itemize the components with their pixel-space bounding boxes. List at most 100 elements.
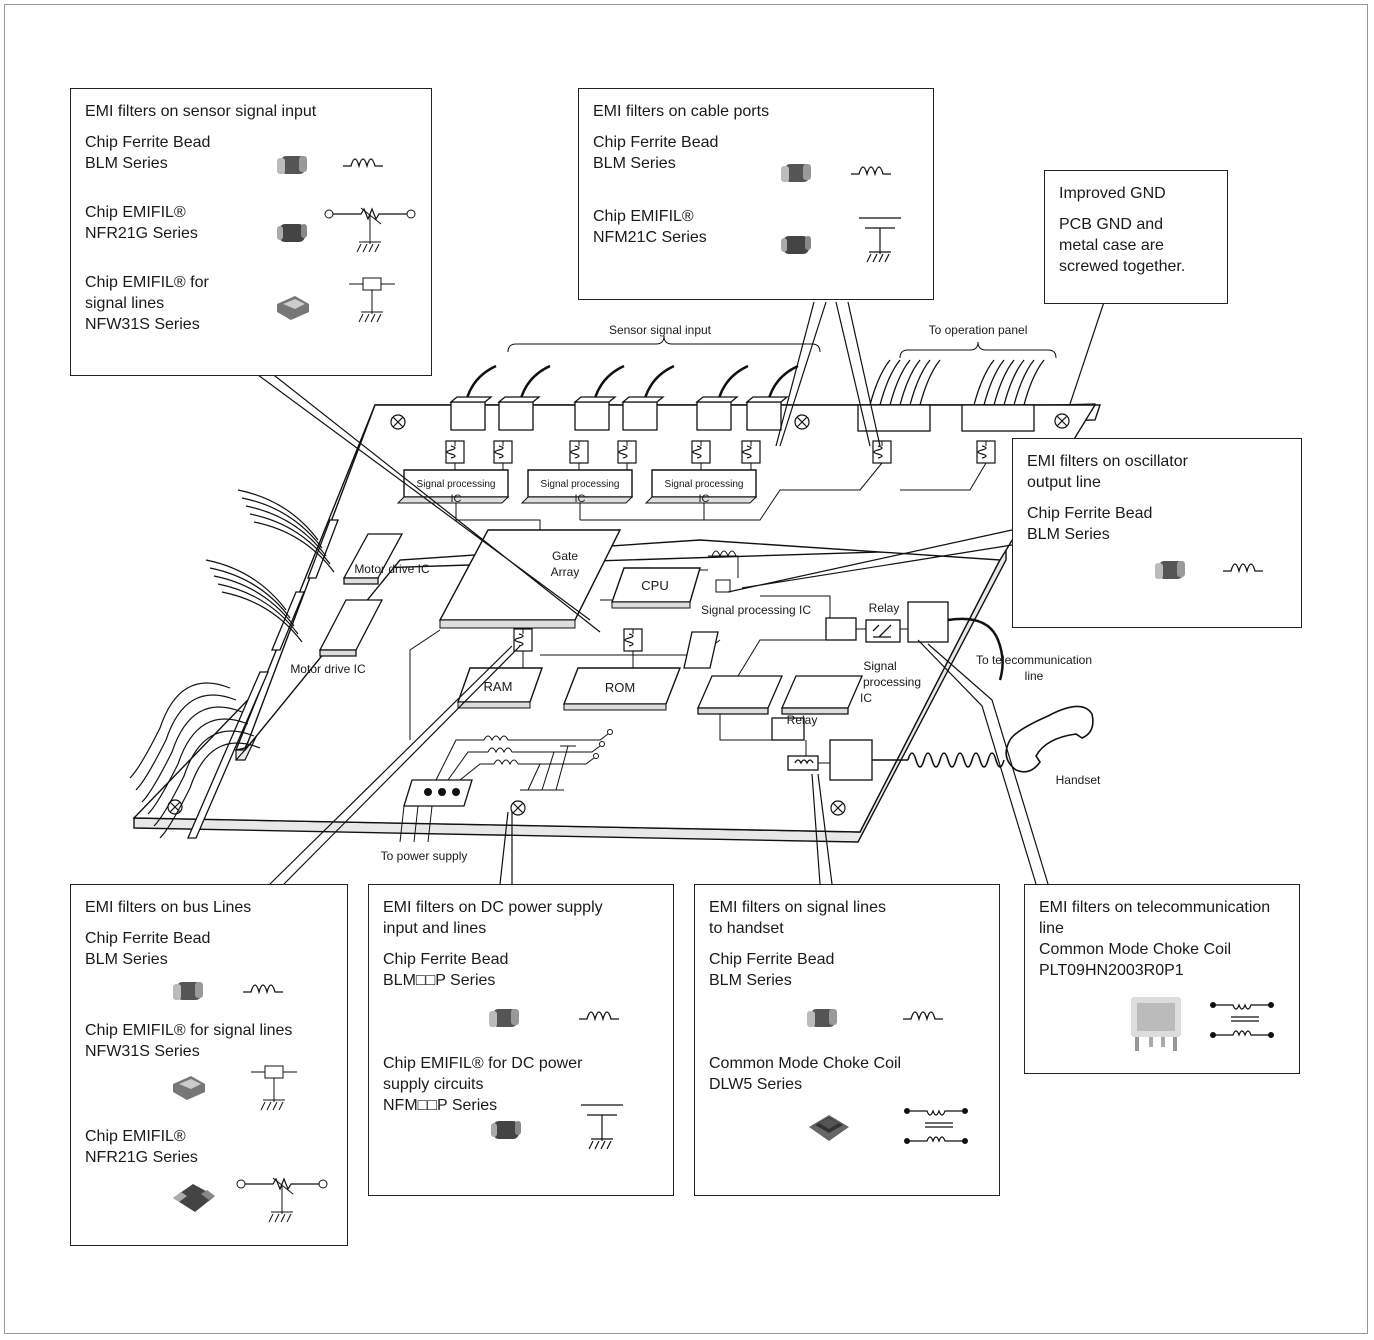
coil-cord xyxy=(908,753,1004,767)
callout-title: EMI filters on telecommunication line xyxy=(1039,897,1285,939)
common-mode-choke-icon xyxy=(901,1103,971,1149)
callout-text: PCB GND and metal case are screwed toget… xyxy=(1059,214,1213,277)
chip-ferrite-bead-icon xyxy=(1153,557,1187,583)
product-name: Chip Ferrite Bead BLM□□P Series xyxy=(383,949,659,991)
choke-coil-chip-icon xyxy=(805,1103,853,1151)
product-name: Common Mode Choke Coil DLW5 Series xyxy=(709,1053,985,1095)
callout-title: Improved GND xyxy=(1059,183,1213,204)
chip-bead-icon xyxy=(570,441,588,463)
chip-ferrite-bead-icon xyxy=(275,152,309,178)
motor-drive-ic-label: Motor drive IC xyxy=(290,662,366,676)
processing-label: processing xyxy=(863,675,921,689)
product-item: Common Mode Choke Coil PLT09HN2003R0P1 xyxy=(1039,939,1285,1059)
chip-bead-icon xyxy=(873,441,891,463)
chip-bead-icon xyxy=(514,629,532,651)
t-filter-icon xyxy=(347,272,397,332)
gate-label: Gate xyxy=(552,549,578,563)
product-item: Chip Ferrite Bead BLM Series xyxy=(709,949,985,1053)
product-name: Chip Ferrite Bead BLM Series xyxy=(85,928,333,970)
power-connector xyxy=(404,780,472,806)
chip-emifil-signal-icon xyxy=(273,290,313,324)
callout-title: EMI filters on signal lines to handset xyxy=(709,897,985,939)
signal-processing-ic-label: Signal processing xyxy=(417,479,496,490)
common-mode-choke-coil-chip-icon xyxy=(1123,991,1189,1055)
callout-oscillator-output: EMI filters on oscillator output line Ch… xyxy=(1012,438,1302,628)
to-telecommunication-label: To telecommunication xyxy=(976,653,1092,667)
product-item: Chip EMIFIL® NFR21G Series xyxy=(85,202,417,272)
chip-ferrite-bead-icon xyxy=(171,978,205,1004)
callout-telecom-line: EMI filters on telecommunication line Co… xyxy=(1024,884,1300,1074)
signal-processing-ic-label: Signal processing xyxy=(665,479,744,490)
inductor-icon xyxy=(241,978,291,1002)
chip-emifil-icon xyxy=(275,220,309,246)
callout-title: EMI filters on DC power supply input and… xyxy=(383,897,659,939)
chip-bead-icon xyxy=(742,441,760,463)
callout-title: EMI filters on cable ports xyxy=(593,101,919,122)
resistor-filter-icon xyxy=(323,202,423,262)
relay-label: Relay xyxy=(869,601,900,615)
chip-bead-icon xyxy=(494,441,512,463)
chip-ferrite-bead-icon xyxy=(805,1005,839,1031)
inductor-icon xyxy=(577,1005,627,1029)
t-filter-icon xyxy=(249,1060,299,1120)
relay-label: Relay xyxy=(787,713,818,727)
to-power-supply-label: To power supply xyxy=(381,849,468,863)
to-operation-panel-label: To operation panel xyxy=(929,323,1028,337)
product-item: Chip Ferrite Bead BLM Series xyxy=(85,132,417,202)
product-item: Chip Ferrite Bead BLM Series xyxy=(85,928,333,1020)
chip-bead-icon xyxy=(692,441,710,463)
callout-dc-power-supply: EMI filters on DC power supply input and… xyxy=(368,884,674,1196)
signal-processing-ic-label: Signal processing xyxy=(541,479,620,490)
callout-handset-lines: EMI filters on signal lines to handset C… xyxy=(694,884,1000,1196)
chip-emifil-icon xyxy=(779,232,813,258)
handset-label: Handset xyxy=(1056,773,1101,787)
ic-label: IC xyxy=(860,691,872,705)
callout-title: EMI filters on bus Lines xyxy=(85,897,333,918)
inductor-icon xyxy=(341,152,391,176)
screw-icon xyxy=(511,801,525,815)
chip-bead-icon xyxy=(624,629,642,651)
callout-sensor-signal-input: EMI filters on sensor signal input Chip … xyxy=(70,88,432,376)
product-name: Common Mode Choke Coil PLT09HN2003R0P1 xyxy=(1039,939,1285,981)
product-item: Chip EMIFIL® for signal lines NFW31S Ser… xyxy=(85,1020,333,1126)
product-item: Common Mode Choke Coil DLW5 Series xyxy=(709,1053,985,1153)
callout-bus-lines: EMI filters on bus Lines Chip Ferrite Be… xyxy=(70,884,348,1246)
signal-label: Signal xyxy=(863,659,896,673)
inductor-icon xyxy=(1221,557,1271,581)
product-name: Chip EMIFIL® for signal lines NFW31S Ser… xyxy=(85,1020,333,1062)
chip-ferrite-bead-icon xyxy=(487,1005,521,1031)
inductor-icon xyxy=(849,160,899,184)
chip-bead-icon xyxy=(618,441,636,463)
signal-processing-ic-label: Signal processing IC xyxy=(701,603,811,617)
rom-label: ROM xyxy=(605,680,635,695)
callout-title: EMI filters on sensor signal input xyxy=(85,101,417,122)
product-item: Chip EMIFIL® for DC power supply circuit… xyxy=(383,1053,659,1153)
product-name: Chip EMIFIL® NFR21G Series xyxy=(85,1126,333,1168)
common-mode-choke-icon xyxy=(1207,997,1277,1043)
motor-drive-ic-label: Motor drive IC xyxy=(354,562,430,576)
product-name: Chip Ferrite Bead BLM Series xyxy=(1027,503,1287,545)
product-item: Chip EMIFIL® NFM21C Series xyxy=(593,206,919,276)
product-item: Chip EMIFIL® NFR21G Series xyxy=(85,1126,333,1236)
product-item: Chip Ferrite Bead BLM Series xyxy=(1027,503,1287,593)
screw-icon xyxy=(391,415,405,429)
ram-label: RAM xyxy=(484,679,513,694)
callout-improved-gnd: Improved GND PCB GND and metal case are … xyxy=(1044,170,1228,304)
callout-title: EMI filters on oscillator output line xyxy=(1027,451,1287,493)
handset-icon xyxy=(1006,706,1093,771)
cpu-label: CPU xyxy=(641,578,668,593)
product-name: Chip Ferrite Bead BLM Series xyxy=(709,949,985,991)
sensor-brace xyxy=(508,336,820,352)
inductor-icon xyxy=(901,1005,951,1029)
product-item: Chip EMIFIL® for signal lines NFW31S Ser… xyxy=(85,272,417,352)
screw-icon xyxy=(1055,414,1069,428)
callout-cable-ports: EMI filters on cable ports Chip Ferrite … xyxy=(578,88,934,300)
resistor-filter-icon xyxy=(235,1172,335,1232)
chip-emifil-icon xyxy=(489,1117,523,1143)
chip-bead-icon xyxy=(977,441,995,463)
chip-emifil-signal-icon xyxy=(169,1070,209,1104)
chip-bead-icon xyxy=(446,441,464,463)
capacitor-icon xyxy=(577,1093,627,1157)
chip-ferrite-bead-icon xyxy=(779,160,813,186)
sensor-signal-input-label: Sensor signal input xyxy=(609,323,712,337)
